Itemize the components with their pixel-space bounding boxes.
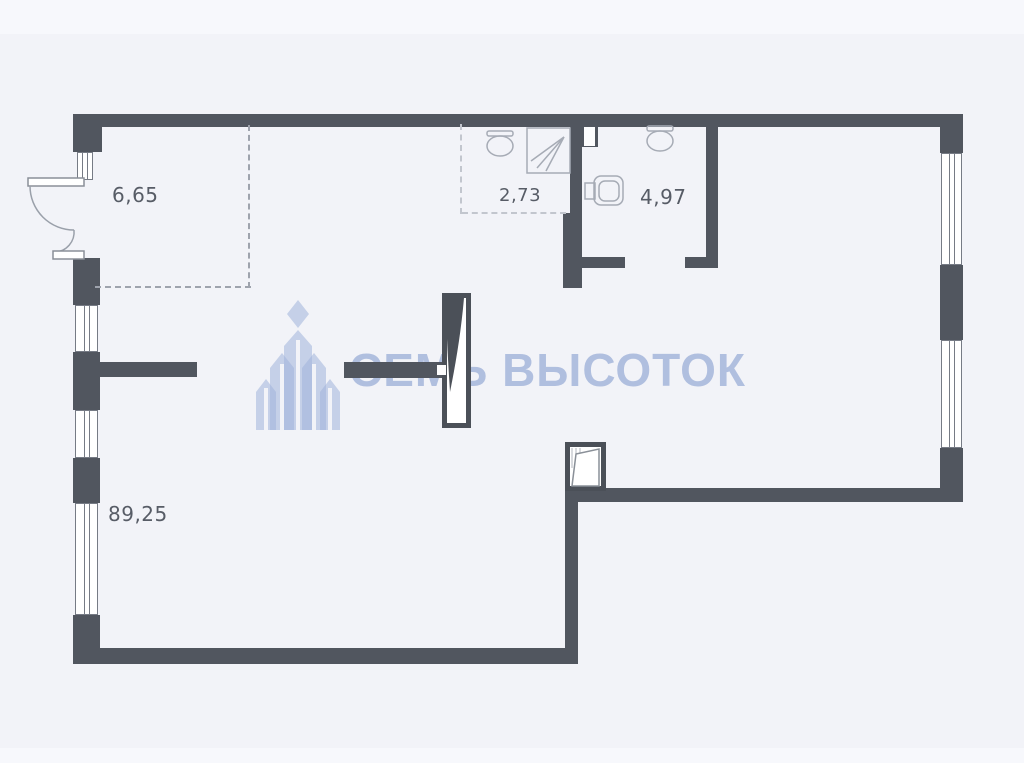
wall-top [73, 114, 963, 127]
dashed-boundary-entry-vertical [248, 125, 250, 288]
window [75, 503, 98, 615]
window [75, 410, 98, 458]
wall-left-pier [73, 258, 100, 305]
room-label-shower-room: 2,73 [499, 185, 542, 206]
vent-shaft [578, 123, 598, 147]
background-strip-bottom [0, 748, 1024, 763]
room-label-bathroom: 4,97 [640, 185, 687, 209]
wall-bathroom-bottom-left [582, 257, 625, 268]
window [941, 153, 962, 265]
background-strip-top [0, 0, 1024, 34]
wall-bottom-right [578, 488, 963, 502]
window [941, 340, 962, 448]
window [75, 305, 98, 352]
wall-bathroom-bottom-right [685, 257, 718, 268]
wall-stub-left [90, 362, 197, 377]
dashed-boundary-shower-vertical [460, 124, 462, 214]
wall-bottom [73, 648, 578, 664]
wall-bathroom-right [706, 123, 718, 268]
dashed-boundary-shower-horizontal [462, 212, 566, 214]
wall-left-pier [73, 352, 100, 410]
dashed-boundary-entry-horizontal [95, 286, 251, 288]
wall-corner-top-left [73, 114, 102, 152]
vent-shaft-notch [584, 127, 595, 146]
wall-step-vertical [565, 490, 578, 664]
seven-towers-building-logo-icon [256, 300, 340, 430]
wall-shower-block [563, 213, 582, 288]
wall-corner-top-right [940, 114, 963, 153]
room-label-entry-zone: 6,65 [112, 183, 159, 207]
room-label-main-living-space: 89,25 [108, 502, 168, 526]
wall-stub-middle [344, 362, 443, 378]
wall-right-pier [940, 265, 963, 340]
window [77, 152, 93, 180]
wall-left-pier [73, 458, 100, 503]
